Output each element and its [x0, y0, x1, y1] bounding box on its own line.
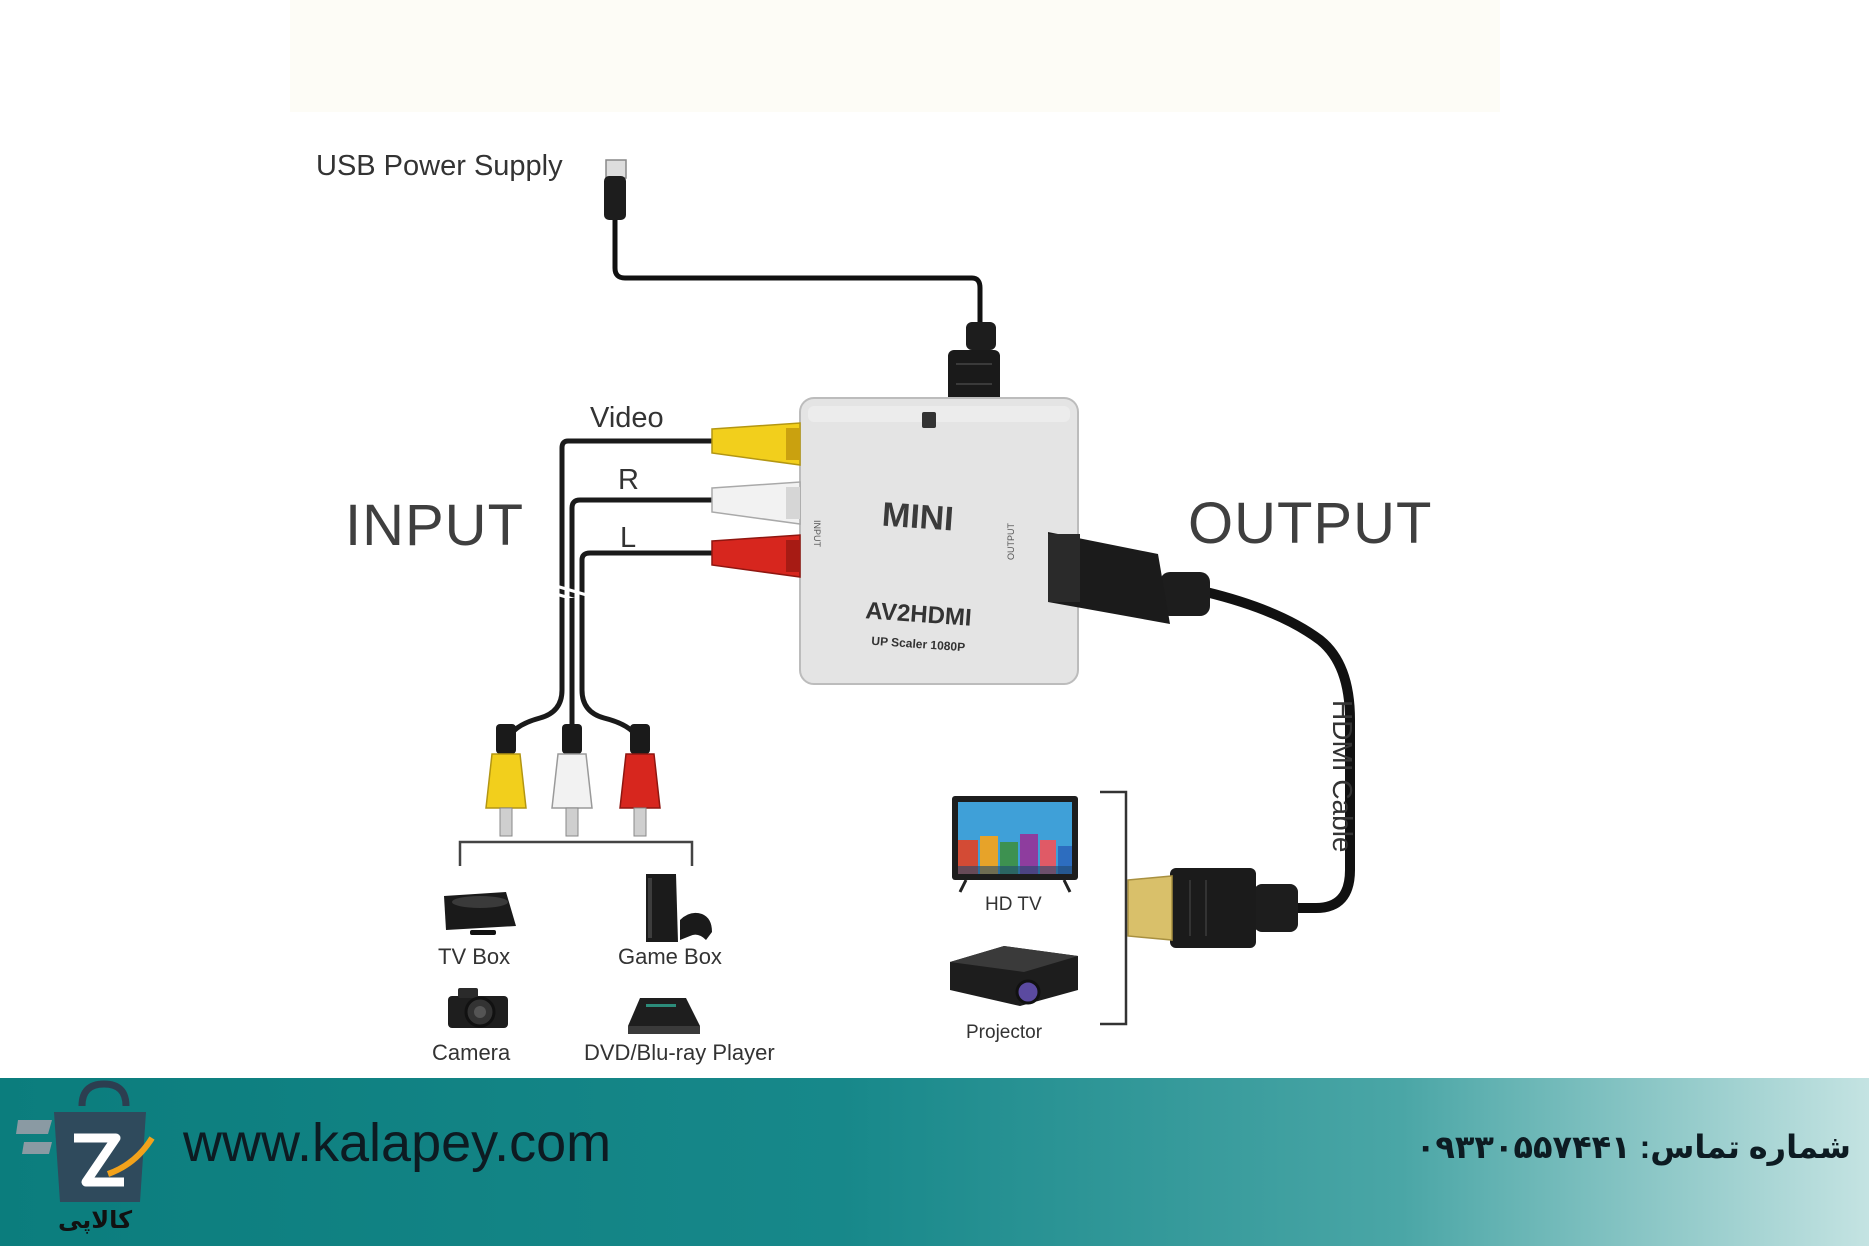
rca-plug-white-box: [711, 481, 801, 525]
device-subtitle: UP Scaler 1080P: [871, 634, 966, 655]
rca-plug-yellow-box: [711, 422, 801, 466]
rca-plug-white-bottom: [551, 724, 593, 837]
camera-icon: [448, 988, 508, 1028]
connection-diagram: MINI AV2HDMI UP Scaler 1080P INPUT OUTPU…: [444, 159, 1355, 1034]
source-dvd-player-label: DVD/Blu-ray Player: [584, 1040, 775, 1065]
usb-power-supply-label: USB Power Supply: [316, 150, 563, 182]
tv-box-icon: [444, 892, 516, 935]
rca-plug-yellow-bottom: [485, 724, 527, 837]
left-channel-label: L: [620, 522, 637, 554]
source-tv-box-label: TV Box: [438, 944, 511, 969]
device-side-output: OUTPUT: [1006, 523, 1016, 561]
footer-phone-number: شماره تماس: ۰۹۳۳۰۵۵۷۴۴۱: [1415, 1129, 1851, 1165]
output-hd-tv-label: HD TV: [985, 894, 1042, 915]
rca-plug-red-bottom: [619, 724, 661, 837]
output-projector-label: Projector: [966, 1022, 1043, 1043]
source-camera-label: Camera: [432, 1040, 511, 1065]
rca-plug-red-box: [711, 534, 801, 578]
dvd-player-icon: [628, 998, 700, 1034]
hd-tv-icon: [952, 796, 1078, 893]
game-box-icon: [646, 874, 712, 942]
hdmi-cable-label: HDMI Cable: [1327, 700, 1358, 853]
footer-brand-name: کالاپی: [58, 1207, 133, 1234]
video-label: Video: [590, 402, 664, 434]
footer-website-link[interactable]: www.kalapey.com: [183, 1113, 612, 1173]
hdmi-cable: [1048, 532, 1355, 948]
kalapey-logo-icon: [16, 1080, 155, 1202]
device-side-input: INPUT: [812, 520, 822, 548]
projector-icon: [950, 946, 1078, 1006]
input-heading: INPUT: [345, 493, 524, 558]
source-bracket: [458, 840, 694, 866]
converter-box: MINI AV2HDMI UP Scaler 1080P INPUT OUTPU…: [799, 397, 1079, 685]
usb-cable: [604, 159, 1000, 438]
source-game-box-label: Game Box: [618, 944, 722, 969]
top-background-tint: [290, 0, 1500, 112]
right-channel-label: R: [618, 464, 639, 496]
output-bracket: [1100, 790, 1128, 1026]
input-wires: [503, 438, 712, 745]
device-brand: MINI: [881, 496, 955, 539]
footer-banner: کالاپی www.kalapey.com شماره تماس: ۰۹۳۳۰…: [0, 1078, 1869, 1246]
output-heading: OUTPUT: [1188, 491, 1433, 556]
